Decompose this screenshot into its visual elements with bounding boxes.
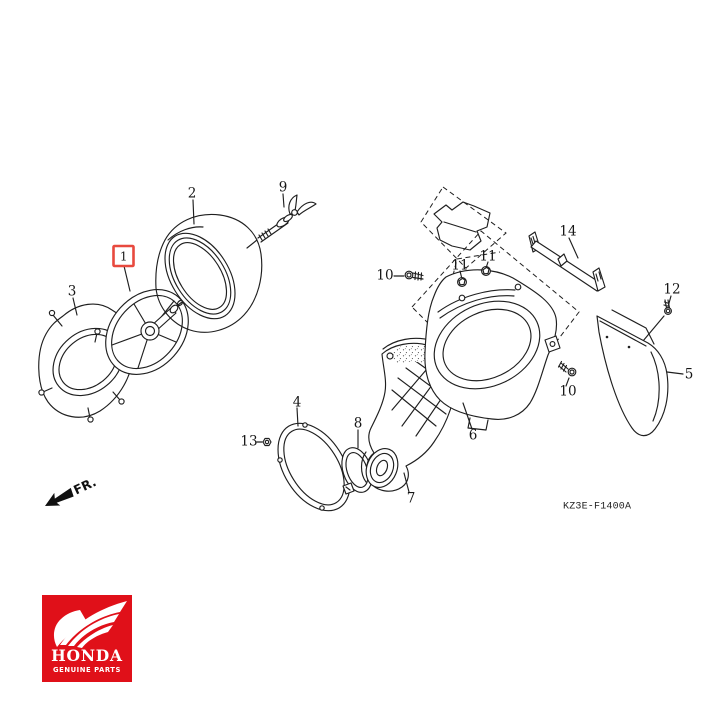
part-label-10a[interactable]: 10 [376,268,393,284]
part-label-8[interactable]: 8 [354,416,363,432]
honda-wordmark: HONDA [51,646,123,665]
part-label-1: 1 [120,250,128,264]
diagram-part-code: KZ3E-F1400A [563,502,631,513]
part-label-7[interactable]: 7 [407,491,416,507]
fr-direction-arrow: FR. [45,474,98,506]
part-label-6[interactable]: 6 [469,428,478,444]
part-label-14[interactable]: 14 [559,224,576,240]
part-8-clamp [341,447,373,495]
part-10-bolt-right [557,360,577,377]
part-10-bolt-left [404,270,424,281]
part-label-2[interactable]: 2 [188,186,197,202]
callout-1[interactable]: 1 [112,244,135,268]
part-12-bolt [642,299,672,342]
arrow-icon [45,487,74,506]
part-label-11b[interactable]: 11 [479,249,496,265]
genuine-parts-label: GENUINE PARTS [53,666,121,674]
part-4-gasket [277,422,351,512]
part-label-5[interactable]: 5 [685,367,694,383]
honda-logo-block: HONDA GENUINE PARTS [42,595,132,682]
part-label-13[interactable]: 13 [240,434,257,450]
part-label-9[interactable]: 9 [279,180,288,196]
part-11-nuts [457,266,491,287]
part-13-nut [262,437,272,447]
part-6-air-cleaner-case [411,186,580,431]
fr-label: FR. [71,474,98,497]
highlight-box [112,244,135,268]
part-14-bracket-strip [528,231,606,292]
part-2-air-cleaner-element [155,213,263,333]
part-5-mud-guard [596,309,669,437]
part-label-4[interactable]: 4 [293,395,302,411]
leader-lines [72,193,684,493]
part-9-wing-bolt [246,194,317,249]
part-label-3[interactable]: 3 [68,284,77,300]
part-label-11a[interactable]: 11 [451,258,468,274]
part-1-element-frame [105,288,199,376]
part-label-12[interactable]: 12 [663,282,680,298]
part-label-10b[interactable]: 10 [559,384,576,400]
honda-wing-icon [53,601,127,648]
